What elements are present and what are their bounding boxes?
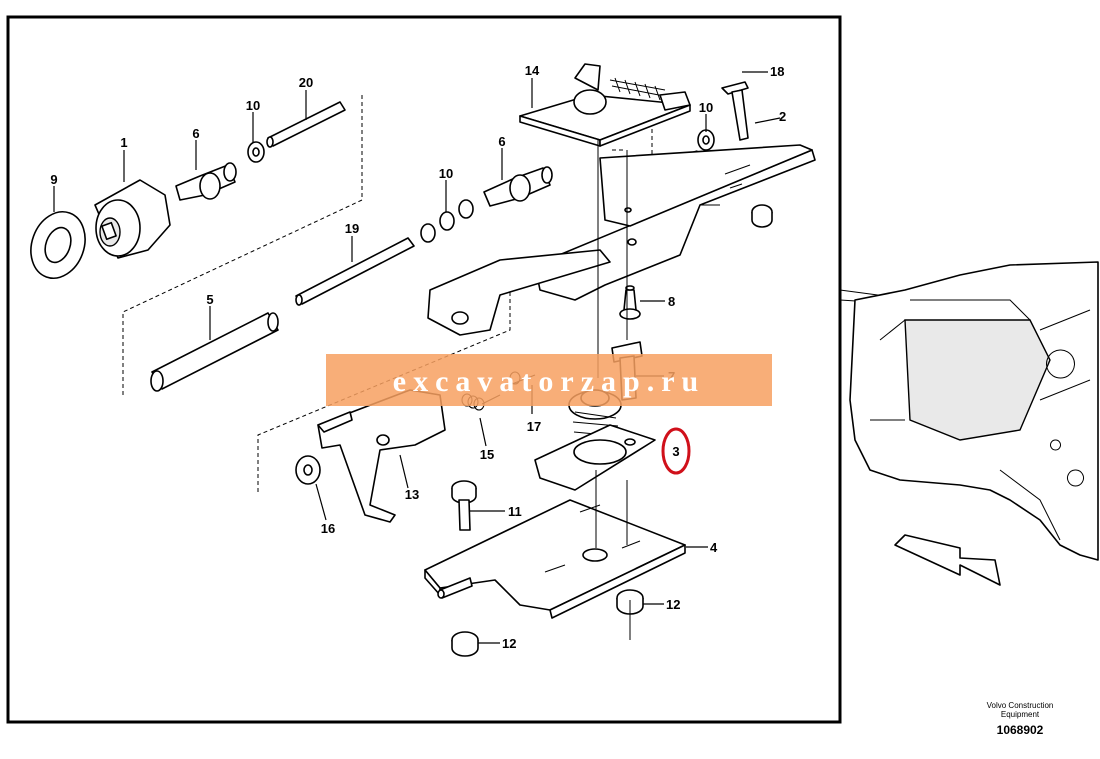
watermark-text: excavatorzap.ru — [393, 365, 705, 398]
callout-17: 17 — [527, 419, 541, 434]
rod-end-6-right — [483, 166, 553, 207]
bushing-10 — [247, 129, 715, 243]
bolt-8 — [619, 285, 641, 320]
callout-13: 13 — [405, 487, 419, 502]
brand-line-2: Equipment — [1000, 710, 1040, 719]
group-outline-left — [122, 95, 511, 492]
washer-16 — [295, 455, 321, 485]
callout-20: 20 — [299, 75, 313, 90]
brand-label: Volvo Construction Equipment — [965, 701, 1075, 719]
callout-10-mid: 10 — [439, 166, 453, 181]
callout-9: 9 — [50, 172, 57, 187]
bolt-11 — [451, 480, 477, 531]
leader-lines — [53, 71, 781, 644]
bracket-2 — [427, 144, 816, 336]
rod-19 — [295, 237, 415, 306]
bolt-18 — [721, 81, 749, 141]
rod-end-6-left — [175, 162, 237, 201]
callout-3: 3 — [672, 444, 679, 459]
lock-cylinder-1 — [94, 179, 171, 259]
callout-14: 14 — [525, 63, 540, 78]
group-outline-right — [612, 115, 701, 164]
callout-6-right: 6 — [498, 134, 505, 149]
assembly-lines — [595, 140, 631, 640]
callout-10-right: 10 — [699, 100, 713, 115]
nut-bracket — [751, 204, 773, 228]
nut-12 — [451, 589, 644, 657]
machine-inset-view — [839, 261, 1099, 586]
callout-18: 18 — [770, 64, 784, 79]
highlight-ring-callout-3 — [661, 427, 691, 475]
callout-12-right: 12 — [666, 597, 680, 612]
tube-5 — [150, 312, 279, 392]
callout-15: 15 — [480, 447, 494, 462]
callout-2: 2 — [779, 109, 786, 124]
brand-line-1: Volvo Construction — [986, 701, 1054, 710]
callout-1: 1 — [120, 135, 127, 150]
callout-19: 19 — [345, 221, 359, 236]
watermark-band — [326, 354, 772, 406]
callout-8: 8 — [668, 294, 675, 309]
washer-9 — [30, 211, 86, 279]
base-plate-4 — [424, 499, 686, 619]
lever-13 — [317, 389, 446, 523]
diagram-frame — [6, 15, 842, 724]
callout-6-left: 6 — [192, 126, 199, 141]
callout-10-top: 10 — [246, 98, 260, 113]
latch-14 — [519, 63, 691, 147]
callout-16: 16 — [321, 521, 335, 536]
rod-20 — [266, 101, 346, 148]
callout-12-bottom: 12 — [502, 636, 516, 651]
watermark: excavatorzap.ru — [326, 354, 772, 406]
callout-labels: 1 2 3 4 5 6 6 7 8 9 10 10 10 11 12 12 13… — [50, 63, 786, 651]
callout-4: 4 — [710, 540, 718, 555]
callout-5: 5 — [206, 292, 213, 307]
callout-11: 11 — [508, 504, 522, 519]
drawing-number: 1068902 — [996, 723, 1044, 737]
